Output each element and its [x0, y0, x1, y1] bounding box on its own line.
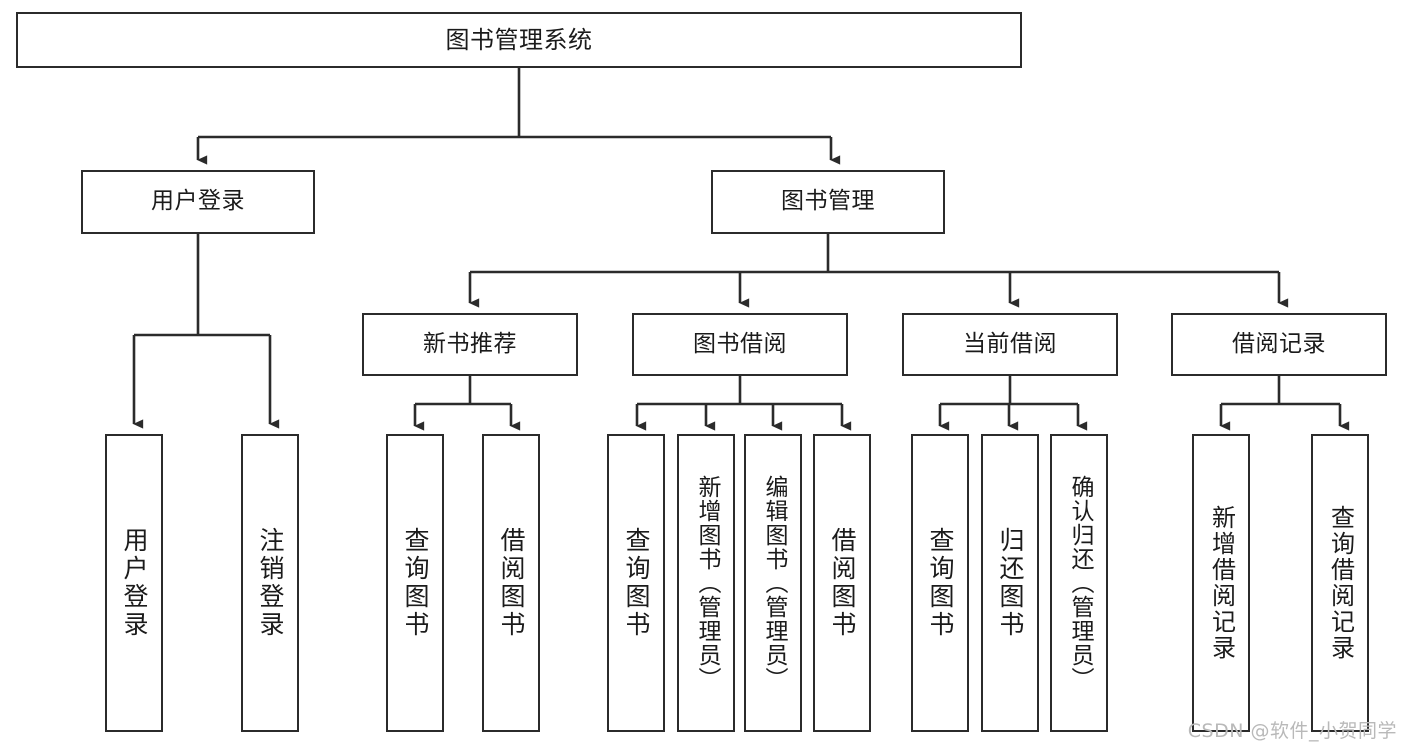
- node-label: 用户登录: [151, 188, 245, 215]
- node-label: 编辑图书（管理员）: [760, 475, 787, 691]
- node-label: 图书管理: [781, 188, 875, 215]
- leaf-confirm-return-admin[interactable]: 确认归还（管理员）: [1050, 434, 1108, 732]
- node-label: 查询借阅记录: [1326, 505, 1355, 661]
- node-root-system[interactable]: 图书管理系统: [16, 12, 1022, 68]
- node-label: 用户登录: [120, 527, 149, 639]
- leaf-logout-login[interactable]: 注销登录: [241, 434, 299, 732]
- node-book-borrow[interactable]: 图书借阅: [632, 313, 848, 376]
- node-label: 新书推荐: [423, 330, 517, 357]
- node-label: 借阅图书: [828, 527, 857, 639]
- node-new-book-recommend[interactable]: 新书推荐: [362, 313, 578, 376]
- node-label: 查询图书: [622, 527, 651, 639]
- node-label: 借阅图书: [497, 527, 526, 639]
- node-label: 确认归还（管理员）: [1066, 475, 1093, 691]
- leaf-add-book-admin[interactable]: 新增图书（管理员）: [677, 434, 735, 732]
- node-label: 归还图书: [996, 527, 1025, 639]
- leaf-query-book-borrow[interactable]: 查询图书: [607, 434, 665, 732]
- node-label: 查询图书: [926, 527, 955, 639]
- node-label: 查询图书: [401, 527, 430, 639]
- leaf-borrow-book-recommend[interactable]: 借阅图书: [482, 434, 540, 732]
- node-book-management[interactable]: 图书管理: [711, 170, 945, 234]
- leaf-user-login[interactable]: 用户登录: [105, 434, 163, 732]
- node-label: 新增图书（管理员）: [693, 475, 720, 691]
- leaf-edit-book-admin[interactable]: 编辑图书（管理员）: [744, 434, 802, 732]
- leaf-borrow-book-borrow[interactable]: 借阅图书: [813, 434, 871, 732]
- node-label: 注销登录: [256, 527, 285, 639]
- csdn-watermark: CSDN @软件_小贺同学: [1187, 720, 1397, 742]
- node-label: 图书借阅: [693, 330, 787, 357]
- node-label: 新增借阅记录: [1207, 505, 1236, 661]
- node-user-login[interactable]: 用户登录: [81, 170, 315, 234]
- leaf-return-book[interactable]: 归还图书: [981, 434, 1039, 732]
- node-current-borrow[interactable]: 当前借阅: [902, 313, 1118, 376]
- leaf-add-borrow-record[interactable]: 新增借阅记录: [1192, 434, 1250, 732]
- node-borrow-records[interactable]: 借阅记录: [1171, 313, 1387, 376]
- node-label: 借阅记录: [1232, 330, 1326, 357]
- leaf-query-borrow-record[interactable]: 查询借阅记录: [1311, 434, 1369, 732]
- node-label: 图书管理系统: [445, 25, 593, 54]
- leaf-query-book-recommend[interactable]: 查询图书: [386, 434, 444, 732]
- node-label: 当前借阅: [963, 330, 1057, 357]
- leaf-query-book-current[interactable]: 查询图书: [911, 434, 969, 732]
